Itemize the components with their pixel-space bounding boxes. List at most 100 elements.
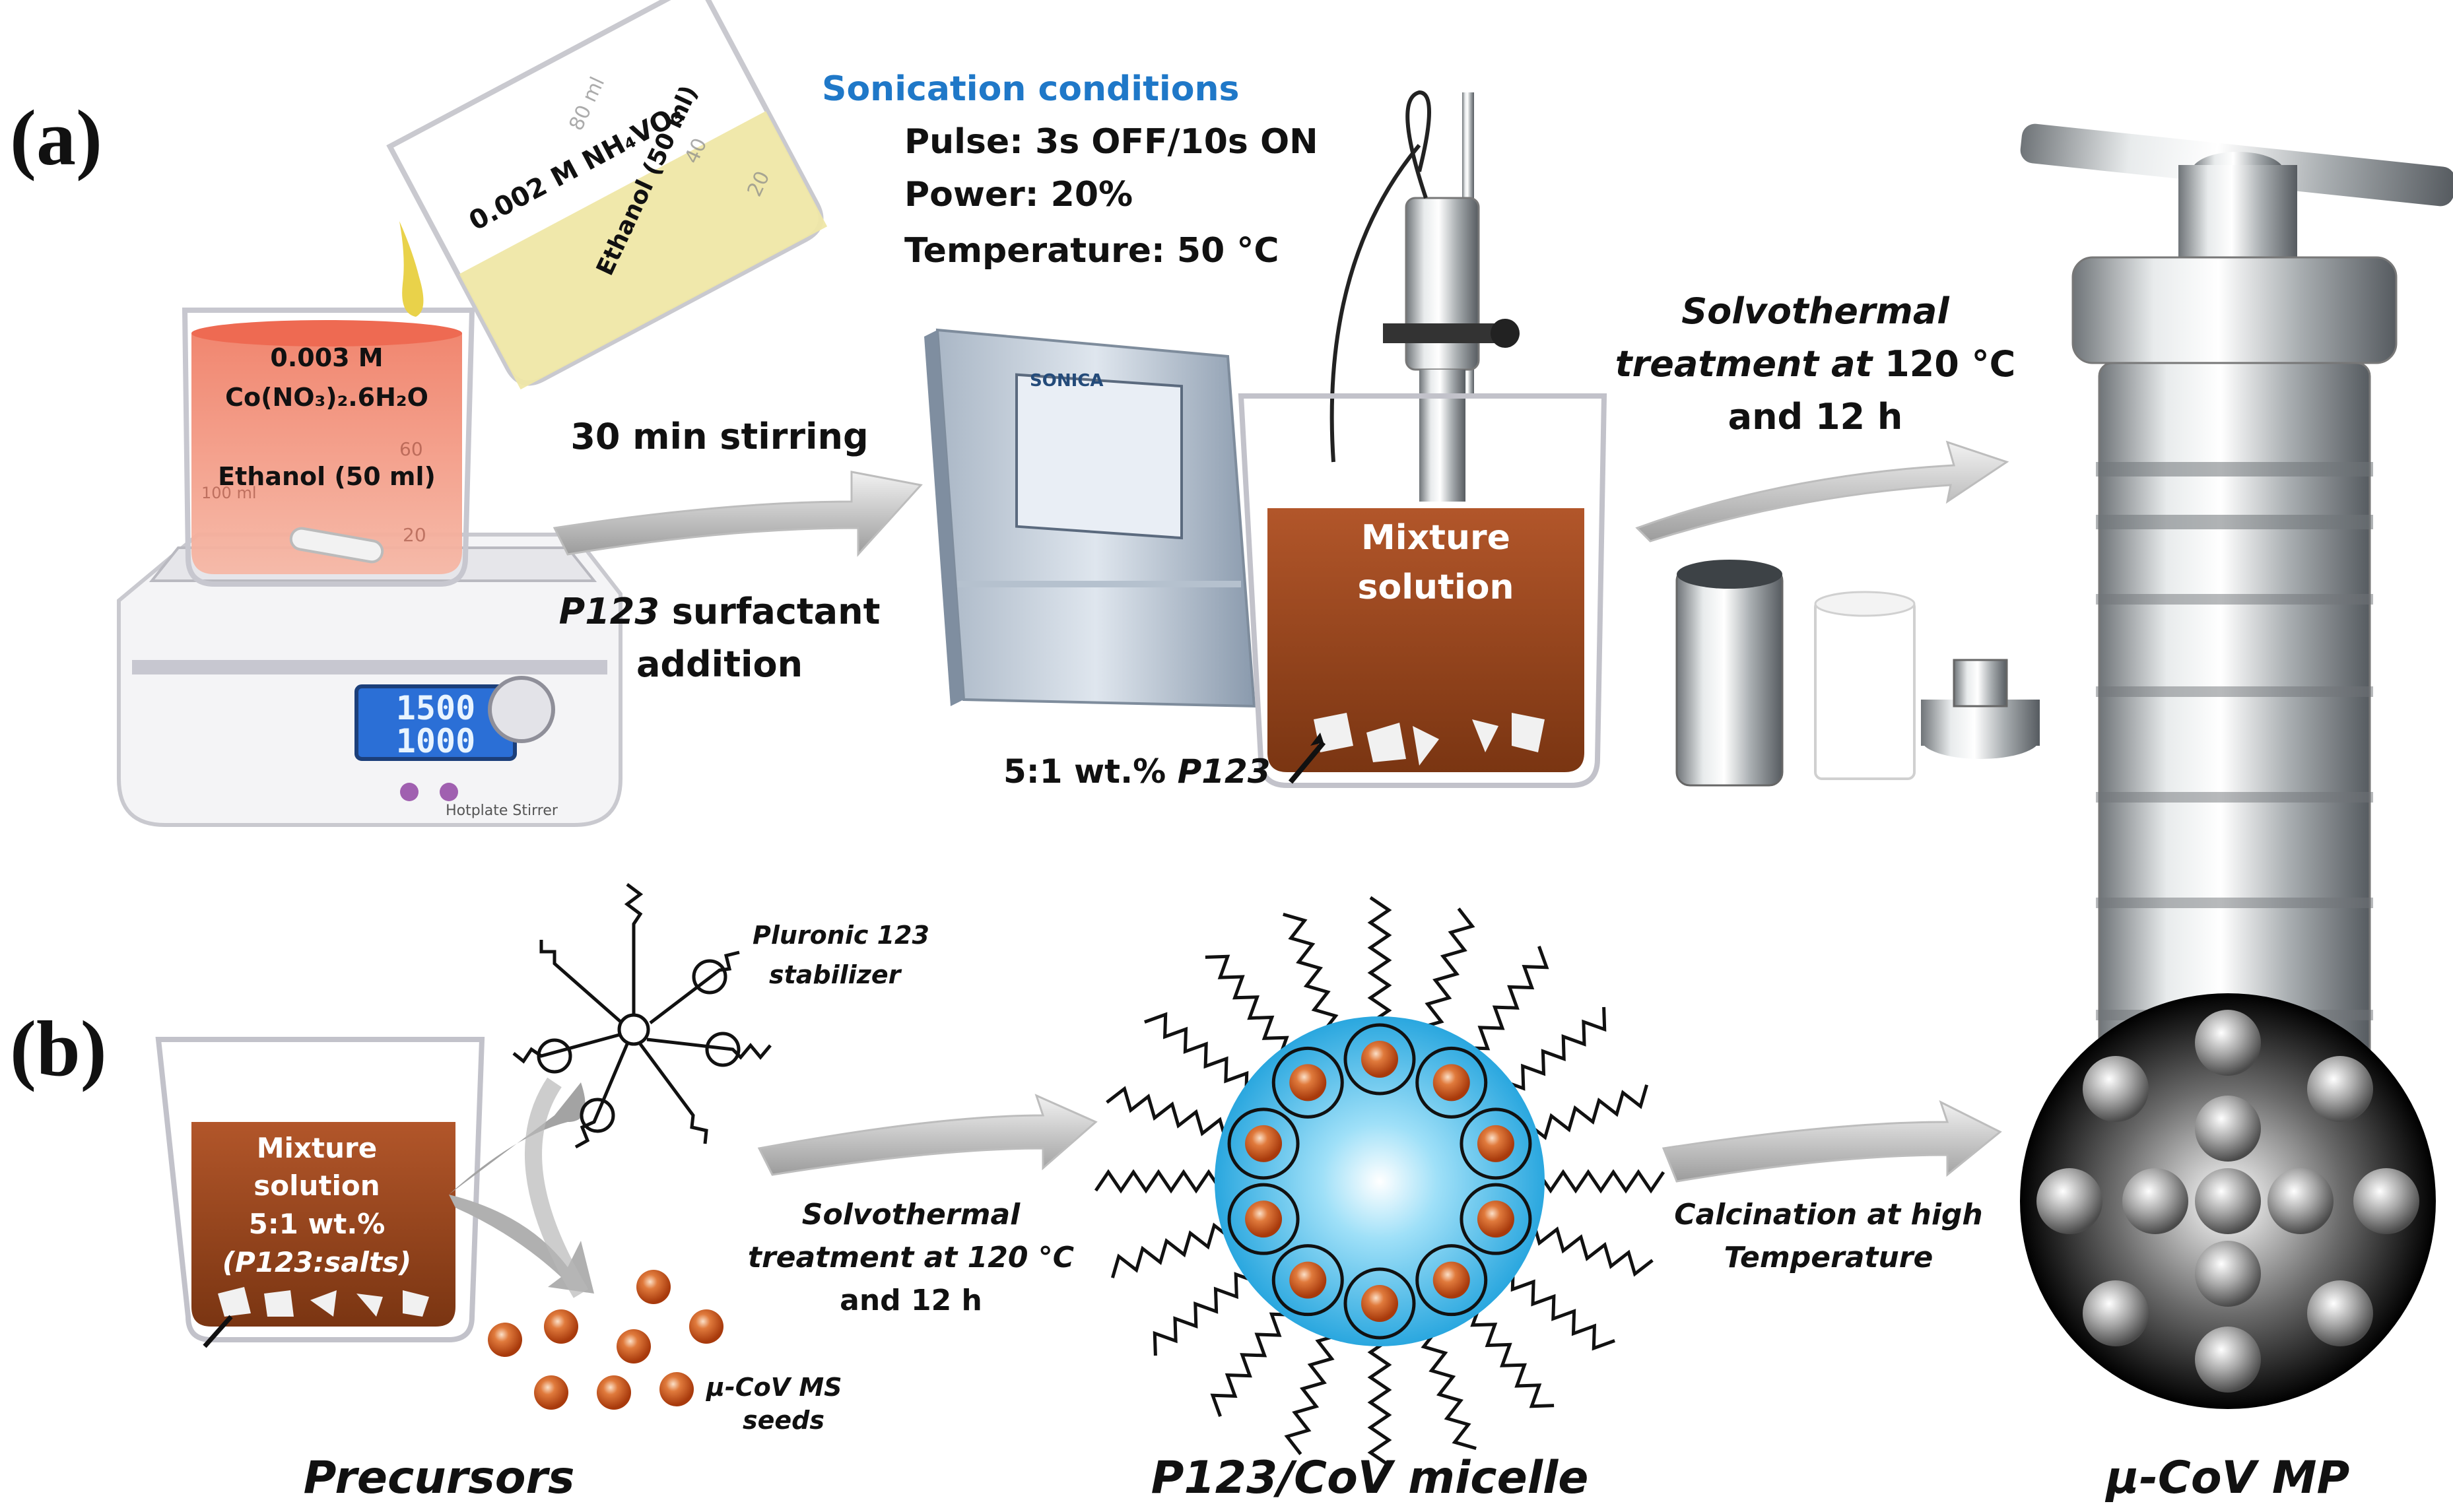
caption-precursors: Precursors — [303, 1452, 575, 1504]
pluronic-stabilizer-icon — [512, 883, 772, 1149]
pore — [2353, 1168, 2419, 1234]
pore — [2195, 1327, 2261, 1393]
sonicator — [924, 328, 1256, 708]
caption-product: μ-CoV MP — [2106, 1452, 2350, 1504]
micelle-shell — [1271, 1244, 1344, 1317]
hotplate-stirrer — [117, 533, 622, 827]
b-arrow1-line1: Solvothermal — [801, 1198, 1021, 1232]
arrow-stirring-bottom-line2: addition — [636, 643, 803, 685]
arrow-solvothermal-a — [1635, 440, 2009, 542]
sonicator-screen — [1015, 373, 1183, 540]
mixture-ratio: 5:1 wt.% P123 — [1003, 752, 1271, 791]
caption-micelle: P123/CoV micelle — [1151, 1452, 1589, 1504]
micelle-tail — [1502, 1006, 1607, 1091]
stir-beaker-concentration: 0.003 M — [270, 343, 384, 372]
stir-beaker-mark-20: 20 — [403, 524, 426, 546]
micelle-tail — [1510, 1266, 1615, 1351]
micelle-seed — [1477, 1200, 1514, 1238]
b-beaker-line2: solution — [253, 1169, 380, 1202]
arrow-stirring-bottom: P123 surfactant — [559, 591, 881, 632]
b-arrow1-line3: and 12 h — [840, 1284, 982, 1317]
sonicator-brand: SONICA — [1030, 371, 1103, 391]
stir-beaker-mark-100: 100 ml — [201, 484, 256, 502]
micelle-tail — [1367, 1338, 1392, 1467]
arrow-solvothermal-a-line3: and 12 h — [1728, 396, 1903, 438]
micelle-shell — [1271, 1046, 1344, 1119]
sonication-temperature: Temperature: 50 °C — [904, 231, 1279, 271]
micelle-tail — [1367, 896, 1392, 1025]
micelle-shell — [1460, 1183, 1532, 1255]
micelle-tail — [1205, 954, 1289, 1059]
pore — [2195, 1010, 2261, 1076]
micelle-seed — [1289, 1064, 1327, 1101]
micelle-tail — [1110, 1222, 1233, 1278]
micelle-tail — [1283, 912, 1339, 1035]
micelle-tail — [1210, 1312, 1294, 1417]
mesoporous-particle — [2020, 993, 2436, 1409]
seeds-line1: μ-CoV MS — [706, 1373, 842, 1402]
pore — [2036, 1168, 2102, 1234]
arrow-calcination — [1662, 1100, 2002, 1183]
micelle-tail — [1526, 1084, 1649, 1140]
ratio-italic: P123 — [1177, 752, 1271, 791]
micelle-seed — [1432, 1064, 1470, 1101]
hotplate-knob — [488, 676, 555, 743]
micelle-tail — [1470, 1303, 1555, 1408]
micelle-shell — [1415, 1244, 1488, 1317]
micelle-seed — [1245, 1125, 1283, 1162]
pore — [2122, 1168, 2188, 1234]
cov-seeds — [488, 1270, 723, 1410]
micelle-tail — [1419, 907, 1475, 1030]
micelle-tail — [1144, 1012, 1249, 1096]
pore — [2268, 1168, 2334, 1234]
micelle-seed — [1289, 1261, 1327, 1299]
mixture-label-line1: Mixture — [1361, 518, 1510, 558]
p123-italic-label: P123 — [558, 591, 659, 632]
arrow-stirring — [553, 471, 923, 557]
stir-bar — [289, 527, 384, 564]
hotplate-display-line2: 1000 — [396, 722, 475, 760]
b-beaker-line4: (P123:salts) — [222, 1246, 412, 1278]
micelle-tail — [1094, 1169, 1223, 1194]
stabilizer-line1: Pluronic 123 — [753, 921, 929, 950]
pouring-beaker — [386, 0, 828, 390]
split-arrows — [449, 1077, 594, 1298]
mixture-label-line2: solution — [1357, 568, 1514, 607]
micelle-tail — [1153, 1272, 1258, 1356]
stabilizer-line2: stabilizer — [769, 960, 901, 989]
micelle-tail — [1106, 1086, 1228, 1142]
pore — [2307, 1056, 2373, 1122]
precursor-beaker — [155, 1037, 485, 1348]
sonication-title: Sonication conditions — [822, 69, 1240, 109]
b-beaker-line3: 5:1 wt.% — [248, 1208, 386, 1240]
panel-a-label: (a) — [10, 94, 102, 181]
seeds-line2: seeds — [743, 1406, 824, 1435]
pouring-drop — [399, 221, 424, 317]
micelle-seed — [1245, 1200, 1283, 1238]
p123-cov-micelle — [1094, 896, 1665, 1467]
temperature-value: 120 °C — [1872, 343, 2016, 385]
hotplate-display-line1: 1500 — [396, 689, 475, 727]
micelle-shell — [1415, 1046, 1488, 1119]
arrow-solvothermal-b — [757, 1094, 1098, 1176]
arrow-solvothermal-a-line2: treatment at 120 °C — [1615, 343, 2015, 385]
pore — [2307, 1280, 2373, 1346]
panel-b-label: (b) — [10, 1004, 107, 1092]
micelle-seed — [1432, 1261, 1470, 1299]
b-arrow2-line2: Temperature — [1724, 1241, 1933, 1274]
autoclave-parts — [1675, 560, 2040, 787]
sonication-pulse: Pulse: 3s OFF/10s ON — [904, 122, 1318, 162]
micelle-seed — [1477, 1125, 1514, 1162]
pore — [2083, 1280, 2149, 1346]
stir-beaker-salt: Co(NO₃)₂.6H₂O — [225, 383, 428, 412]
micelle-seed — [1361, 1285, 1398, 1322]
treatment-italic: treatment at — [1615, 343, 1873, 385]
arrow-solvothermal-a-line1: Solvothermal — [1681, 290, 1949, 332]
micelle-seed — [1361, 1041, 1398, 1078]
micelle-tail — [1421, 1328, 1477, 1451]
pore — [2195, 1096, 2261, 1162]
micelle-shell — [1460, 1107, 1532, 1180]
micelle-tail — [1536, 1169, 1665, 1194]
hotplate-caption: Hotplate Stirrer — [446, 803, 558, 819]
